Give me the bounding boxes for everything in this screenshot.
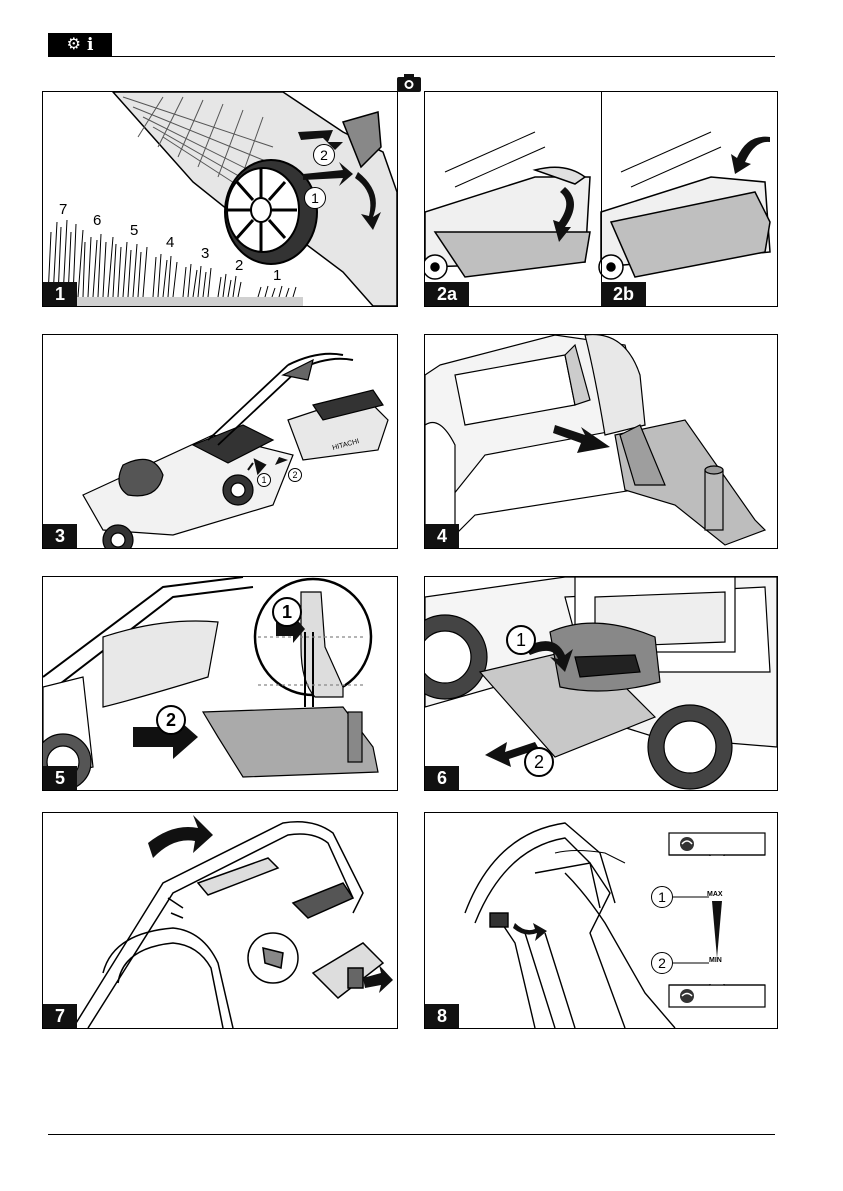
panel-label-6: 6 bbox=[425, 766, 459, 790]
panel-label-2b: 2b bbox=[601, 282, 646, 306]
callout-2: 2 bbox=[651, 952, 673, 974]
panel-label-7: 7 bbox=[43, 1004, 77, 1028]
figure-panel-5: 1 2 5 bbox=[42, 576, 398, 791]
grass-height-6: 6 bbox=[93, 212, 101, 229]
header-rule bbox=[112, 56, 775, 57]
panel-label-3: 3 bbox=[43, 524, 77, 548]
callout-1: 1 bbox=[651, 886, 673, 908]
mulching-plug-illustration bbox=[425, 335, 777, 548]
figure-panel-2: 2a 2b bbox=[424, 91, 778, 307]
min-label: MIN bbox=[709, 957, 722, 964]
panel-label-1: 1 bbox=[43, 282, 77, 306]
grass-height-4: 4 bbox=[166, 234, 174, 251]
callout-1: 1 bbox=[272, 597, 302, 627]
camera-icon bbox=[396, 73, 422, 93]
figure-panel-4: 4 bbox=[424, 334, 778, 549]
mulching-plug-insert-illustration bbox=[43, 577, 397, 790]
grass-height-5: 5 bbox=[130, 222, 138, 239]
panel-label-2a: 2a bbox=[425, 282, 469, 306]
grass-height-2: 2 bbox=[235, 257, 243, 274]
figure-panel-1: 7 6 5 4 3 2 1 1 2 1 bbox=[42, 91, 398, 307]
panel-label-4: 4 bbox=[425, 524, 459, 548]
side-discharge-illustration bbox=[425, 577, 777, 790]
grass-height-7: 7 bbox=[59, 201, 67, 218]
callout-1: 1 bbox=[257, 473, 271, 487]
figure-panel-8: 1 2 MAX MIN 8 bbox=[424, 812, 778, 1029]
panel-label-5: 5 bbox=[43, 766, 77, 790]
figure-panel-7: 7 bbox=[42, 812, 398, 1029]
callout-2: 2 bbox=[524, 747, 554, 777]
speed-control-illustration bbox=[425, 813, 777, 1028]
panel-label-8: 8 bbox=[425, 1004, 459, 1028]
callout-1: 1 bbox=[304, 187, 326, 209]
section-badge: ⚙ i bbox=[48, 33, 112, 57]
mower-wheel-illustration bbox=[43, 92, 397, 306]
grass-bag-attach-illustration: HITACHI bbox=[43, 335, 397, 548]
figure-panel-6: 1 2 6 bbox=[424, 576, 778, 791]
max-label: MAX bbox=[707, 891, 723, 898]
gears-icon: ⚙ bbox=[67, 37, 81, 53]
grass-height-1: 1 bbox=[273, 267, 281, 284]
callout-1: 1 bbox=[506, 625, 536, 655]
info-icon: i bbox=[87, 35, 93, 55]
handle-fold-illustration bbox=[43, 813, 397, 1028]
grass-height-3: 3 bbox=[201, 245, 209, 262]
panel-divider bbox=[601, 92, 602, 306]
callout-2: 2 bbox=[156, 705, 186, 735]
callout-2: 2 bbox=[288, 468, 302, 482]
figure-panel-3: HITACHI 1 2 3 bbox=[42, 334, 398, 549]
callout-2: 2 bbox=[313, 144, 335, 166]
footer-rule bbox=[48, 1134, 775, 1135]
